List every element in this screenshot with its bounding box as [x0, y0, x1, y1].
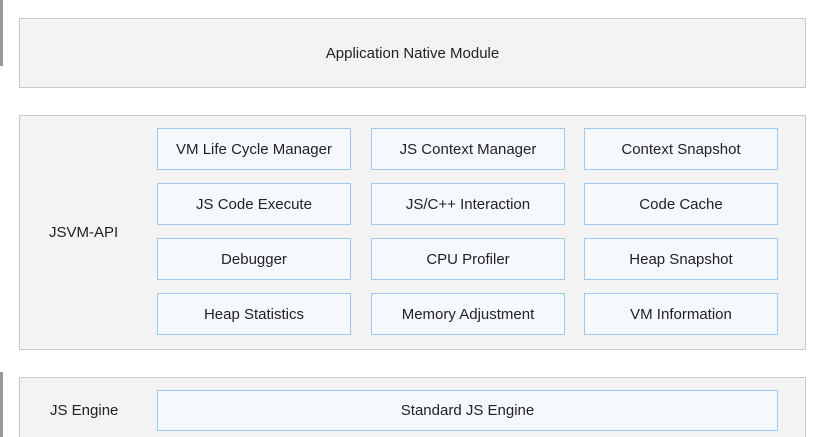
application-native-module-label: Application Native Module	[325, 44, 500, 62]
module-js-context-manager: JS Context Manager	[371, 128, 565, 170]
module-code-cache: Code Cache	[584, 183, 778, 225]
module-heap-snapshot: Heap Snapshot	[584, 238, 778, 280]
module-memory-adjustment: Memory Adjustment	[371, 293, 565, 335]
left-edge-mark-top	[0, 0, 3, 66]
module-context-snapshot: Context Snapshot	[584, 128, 778, 170]
js-engine-label: JS Engine	[50, 402, 119, 419]
left-edge-mark-bottom	[0, 372, 3, 437]
module-heap-statistics: Heap Statistics	[157, 293, 351, 335]
module-standard-js-engine: Standard JS Engine	[157, 390, 778, 431]
module-vm-information: VM Information	[584, 293, 778, 335]
module-js-cpp-interaction: JS/C++ Interaction	[371, 183, 565, 225]
module-cpu-profiler: CPU Profiler	[371, 238, 565, 280]
application-native-module-layer: Application Native Module	[19, 18, 806, 88]
module-debugger: Debugger	[157, 238, 351, 280]
jsvm-api-label: JSVM-API	[49, 224, 119, 241]
module-js-code-execute: JS Code Execute	[157, 183, 351, 225]
module-vm-life-cycle-manager: VM Life Cycle Manager	[157, 128, 351, 170]
